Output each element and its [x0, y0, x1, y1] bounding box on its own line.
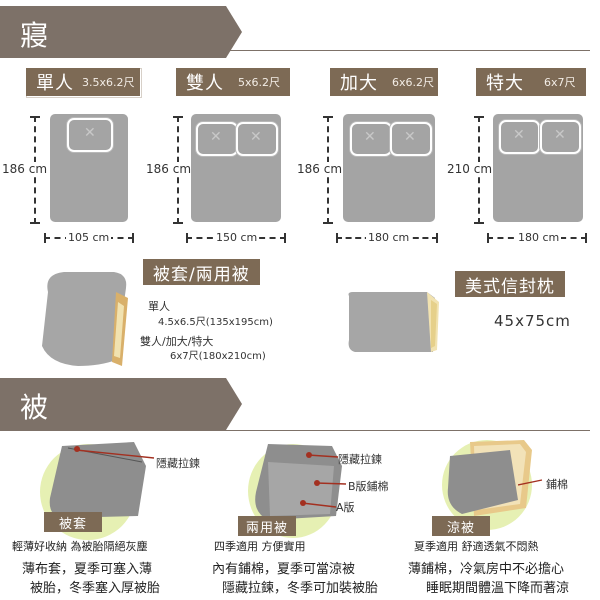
pillow-icon: ✕	[196, 122, 238, 156]
pillow-icon: ✕	[540, 120, 581, 154]
size-tag-king: 特大 6x7尺	[476, 68, 586, 96]
annotation-b-layer: B版鋪棉	[348, 480, 389, 493]
height-label: 186 cm	[146, 162, 192, 176]
type-line: 隱藏拉鍊，冬季可加裝被胎	[222, 581, 379, 596]
size-name: 單人	[36, 73, 74, 94]
pillow-icon: ✕	[390, 122, 432, 156]
duvet-large-label: 雙人/加大/特大	[140, 335, 214, 348]
width-label: 105 cm	[66, 231, 112, 244]
type-line: 睡眠期間體溫下降而著涼	[426, 581, 570, 596]
width-label: 150 cm	[214, 231, 260, 244]
section-divider	[0, 50, 590, 51]
annotation-arrow	[308, 454, 339, 458]
annotation-arrow	[316, 482, 347, 485]
annotation-arrow	[518, 479, 543, 486]
type-line: 被胎，冬季塞入厚被胎	[30, 581, 161, 596]
type-line: 薄鋪棉，冷氣房中不必擔心	[408, 562, 565, 577]
annotation-arrow	[302, 502, 337, 508]
size-ft: 6x7尺	[544, 76, 576, 89]
size-tag-queen: 加大 6x6.2尺	[330, 68, 438, 96]
size-ft: 3.5x6.2尺	[82, 76, 135, 89]
section-title-tips: 被類小常識	[20, 391, 52, 584]
size-name: 雙人	[186, 73, 224, 94]
type-caption: 涼被	[432, 516, 490, 536]
duvet-single-size: 4.5x6.5尺(135x195cm)	[158, 317, 273, 328]
annotation-hidden-zipper: 隱藏拉鍊	[338, 453, 382, 466]
duvet-large-size: 6x7尺(180x210cm)	[170, 351, 266, 362]
pillowcase-title: 美式信封枕	[455, 271, 565, 297]
type-caption: 被套	[44, 512, 102, 532]
duvet-illustration	[42, 272, 128, 366]
pillowcase-illustration	[348, 292, 439, 352]
type-line: 薄布套，夏季可塞入薄	[22, 562, 153, 577]
pillow-icon: ✕	[499, 120, 540, 154]
size-name: 加大	[340, 73, 378, 94]
type-desc: 四季適用 方便實用	[214, 540, 306, 553]
type-line: 內有鋪棉，夏季可當涼被	[212, 562, 356, 577]
size-ft: 5x6.2尺	[238, 76, 281, 89]
size-ft: 6x6.2尺	[392, 76, 435, 89]
type-caption: 兩用被	[238, 516, 296, 536]
annotation-a-layer: A版	[336, 501, 355, 514]
annotation-padding: 鋪棉	[546, 478, 568, 491]
duvet-title: 被套/兩用被	[143, 259, 260, 285]
width-label: 180 cm	[366, 231, 412, 244]
pillow-icon: ✕	[236, 122, 278, 156]
size-tag-single: 單人 3.5x6.2尺	[26, 68, 140, 96]
size-name: 特大	[486, 73, 524, 94]
dual-use-quilt-illustration	[255, 444, 342, 520]
summer-quilt-illustration	[447, 440, 532, 516]
width-label: 180 cm	[516, 231, 562, 244]
pointer-dot	[74, 446, 80, 452]
size-tag-double: 雙人 5x6.2尺	[176, 68, 290, 96]
height-label: 186 cm	[297, 162, 343, 176]
pillow-icon: ✕	[67, 118, 113, 152]
pillow-icon: ✕	[350, 122, 392, 156]
annotation-hidden-zipper: 隱藏拉鍊	[156, 457, 200, 470]
pillowcase-size: 45x75cm	[494, 312, 571, 330]
type-desc: 夏季適用 舒適透氣不悶熱	[414, 540, 539, 553]
height-label: 210 cm	[447, 162, 493, 176]
height-label: 186 cm	[2, 162, 48, 176]
duvet-single-label: 單人	[148, 300, 170, 313]
annotation-arrow	[76, 449, 155, 459]
type-desc: 輕薄好收納 為被胎隔絕灰塵	[12, 540, 148, 553]
section-divider	[0, 430, 590, 431]
